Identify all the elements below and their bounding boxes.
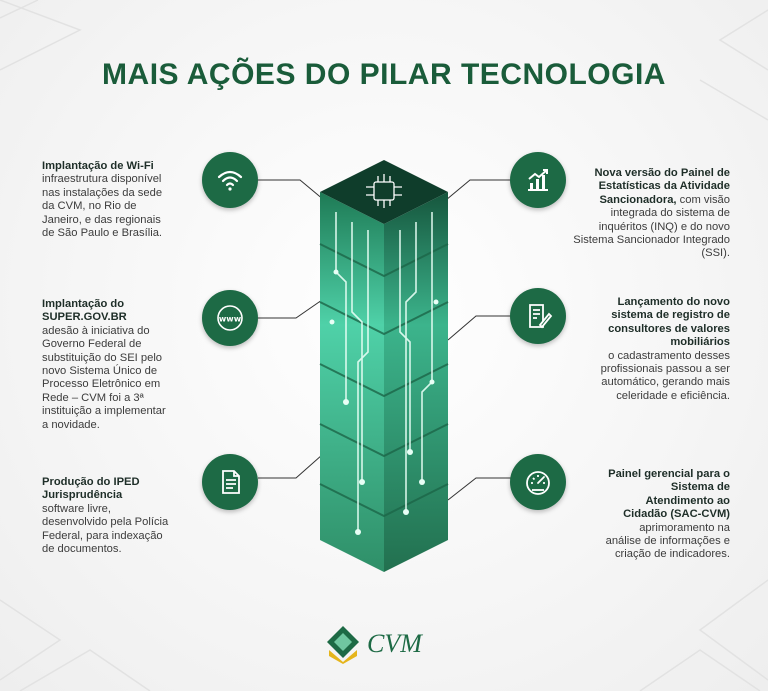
item-sac-cvm-title: Sistema de	[670, 481, 730, 494]
item-registro-consultores-title: Lançamento do novo	[617, 296, 730, 308]
item-painel-estatisticas-title: Nova versão do Painel de	[594, 167, 730, 179]
item-super-gov-title: Implantação do	[42, 298, 125, 310]
form-pen-icon	[510, 288, 566, 344]
item-painel-estatisticas: Nova versão do Painel de Estatísticas da…	[568, 167, 730, 261]
item-super-gov-title: SUPER.GOV.BR	[42, 311, 127, 324]
item-super-gov-line: novo Sistema Único de	[42, 365, 158, 378]
svg-text:www: www	[219, 315, 242, 324]
item-wifi: Implantação de Wi-Fi infraestrutura disp…	[42, 160, 202, 240]
item-super-gov-line: instituição a implementar	[42, 405, 166, 418]
item-super-gov: Implantação do SUPER.GOV.BR adesão à ini…	[42, 298, 202, 432]
item-painel-estatisticas-line: inquéritos (INQ) e do novo	[598, 220, 730, 233]
item-super-gov-line: Governo Federal de	[42, 338, 142, 351]
item-registro-consultores-line: o cadastramento desses	[608, 349, 730, 362]
item-iped-line: de documentos.	[42, 543, 122, 556]
wifi-icon	[202, 152, 258, 208]
item-iped: Produção do IPED Jurisprudência software…	[42, 476, 202, 556]
item-registro-consultores-line: profissionais passou a ser	[600, 363, 730, 376]
item-sac-cvm-line: análise de informações e	[605, 535, 730, 548]
item-wifi-line: infraestrutura disponível	[42, 173, 162, 186]
item-painel-estatisticas-line: Sistema Sancionador Integrado	[573, 234, 730, 247]
item-sac-cvm-line: aprimoramento na	[639, 521, 730, 534]
item-wifi-line: Janeiro, e das regionais	[42, 213, 161, 226]
item-iped-line: desenvolvido pela Polícia	[42, 516, 169, 529]
item-painel-estatisticas-title: Estatísticas da Atividade	[598, 180, 730, 193]
item-iped-line: software livre,	[42, 502, 112, 515]
item-painel-estatisticas-inline: Sancionadora, com visão	[599, 193, 730, 206]
item-painel-estatisticas-line: (SSI).	[701, 247, 730, 260]
item-super-gov-line: Rede – CVM foi a 3ª	[42, 391, 144, 404]
item-sac-cvm-title: Atendimento ao	[645, 494, 730, 507]
microchip-icon	[366, 174, 402, 208]
item-iped-line: Federal, para indexação	[42, 529, 163, 542]
item-wifi-line: da CVM, no Rio de	[42, 200, 137, 213]
cvm-diamond-logo-icon	[327, 626, 359, 664]
item-wifi-line: nas instalações da sede	[42, 186, 163, 199]
item-registro-consultores-title: consultores de valores	[608, 322, 730, 335]
item-super-gov-line: adesão à iniciativa do	[42, 324, 150, 337]
item-wifi-title: Implantação de Wi-Fi	[42, 160, 154, 172]
document-icon	[202, 454, 258, 510]
item-super-gov-line: a novidade.	[42, 418, 100, 431]
item-sac-cvm-title: Cidadão (SAC-CVM)	[623, 508, 730, 521]
item-sac-cvm-title: Painel gerencial para o	[608, 468, 730, 480]
cvm-logo: CVM	[325, 624, 422, 664]
item-registro-consultores-line: celeridade e eficiência.	[616, 389, 730, 402]
item-iped-title: Jurisprudência	[42, 489, 123, 502]
item-super-gov-line: substituição do SEI pelo	[42, 351, 163, 364]
item-iped-title: Produção do IPED	[42, 476, 140, 488]
www-globe-icon: www	[202, 290, 258, 346]
item-registro-consultores-title: mobiliários	[670, 336, 730, 349]
item-registro-consultores: Lançamento do novo sistema de registro d…	[574, 296, 730, 403]
item-super-gov-line: Processo Eletrônico em	[42, 378, 161, 391]
gauge-icon	[510, 454, 566, 510]
page-title: MAIS AÇÕES DO PILAR TECNOLOGIA	[102, 58, 666, 91]
technology-tower	[319, 160, 449, 572]
item-painel-estatisticas-line: integrada do sistema de	[610, 207, 730, 220]
chart-growth-icon	[510, 152, 566, 208]
item-sac-cvm-line: criação de indicadores.	[614, 548, 730, 561]
cvm-logo-text: CVM	[367, 629, 422, 658]
item-registro-consultores-line: automático, gerando mais	[601, 376, 730, 389]
item-wifi-line: de São Paulo e Brasília.	[42, 227, 163, 240]
item-sac-cvm: Painel gerencial para o Sistema de Atend…	[574, 468, 730, 562]
item-registro-consultores-title: sistema de registro de	[611, 309, 730, 322]
